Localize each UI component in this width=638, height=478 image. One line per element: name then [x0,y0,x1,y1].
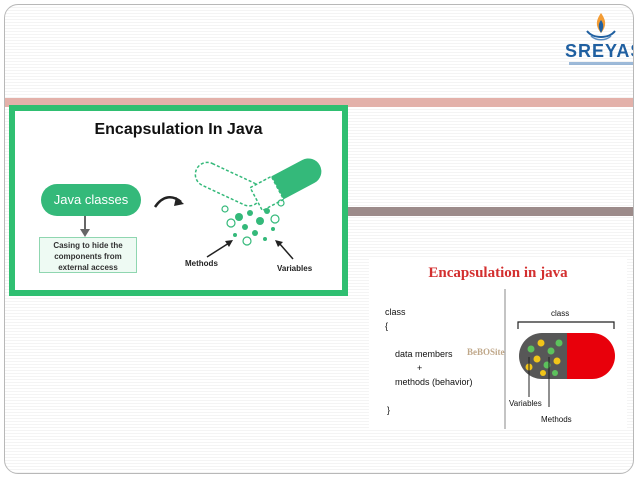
logo-text: SREYAS [565,41,633,61]
capsule-variables-label: Variables [509,399,542,408]
callout-line-3: external access [58,263,118,272]
code-class-keyword: class [385,307,406,317]
capsule-illustration [519,333,615,379]
capsule-methods-label: Methods [541,415,572,424]
diagram-2-title: Encapsulation in java [428,265,568,281]
callout-line-1: Casing to hide the [53,241,123,250]
code-data-members: data members [395,349,453,359]
class-bracket [517,321,615,329]
logo-tagline-line [569,62,633,65]
diagram-1-title: Encapsulation In Java [94,121,263,138]
java-classes-pill: Java classes [41,184,141,216]
code-open-brace: { [385,321,389,331]
down-arrow-icon [80,216,90,237]
callout-line-2: components from [54,252,122,261]
casing-callout: Casing to hide the components from exter… [39,237,137,273]
decorative-band-top [5,98,633,107]
slide: SREYAS Encapsulation In Java Java classe… [4,4,634,474]
encapsulation-diagram-1: Encapsulation In Java Java classes Casin… [9,105,348,296]
variables-label: Variables [277,264,313,273]
methods-label: Methods [185,259,218,268]
curved-arrow-icon [153,196,184,208]
diagram-1-canvas: Encapsulation In Java Java classes Casin… [15,111,342,290]
methods-pointer-icon [206,240,233,258]
watermark: BeBOSite [467,347,505,357]
capsule-pointer-lines [528,357,550,407]
variables-pointer-icon [275,240,294,260]
code-close-brace: } [387,405,391,415]
encapsulation-diagram-2: Encapsulation in java class { data membe… [369,257,627,429]
divider-line [504,289,506,429]
class-bracket-label: class [551,309,570,318]
flame-icon [586,13,616,41]
code-methods: methods (behavior) [395,377,473,387]
code-plus: + [417,363,423,373]
sreyas-logo: SREYAS [565,9,633,71]
decorative-band-right [340,207,633,216]
open-capsule-illustration [194,158,322,246]
